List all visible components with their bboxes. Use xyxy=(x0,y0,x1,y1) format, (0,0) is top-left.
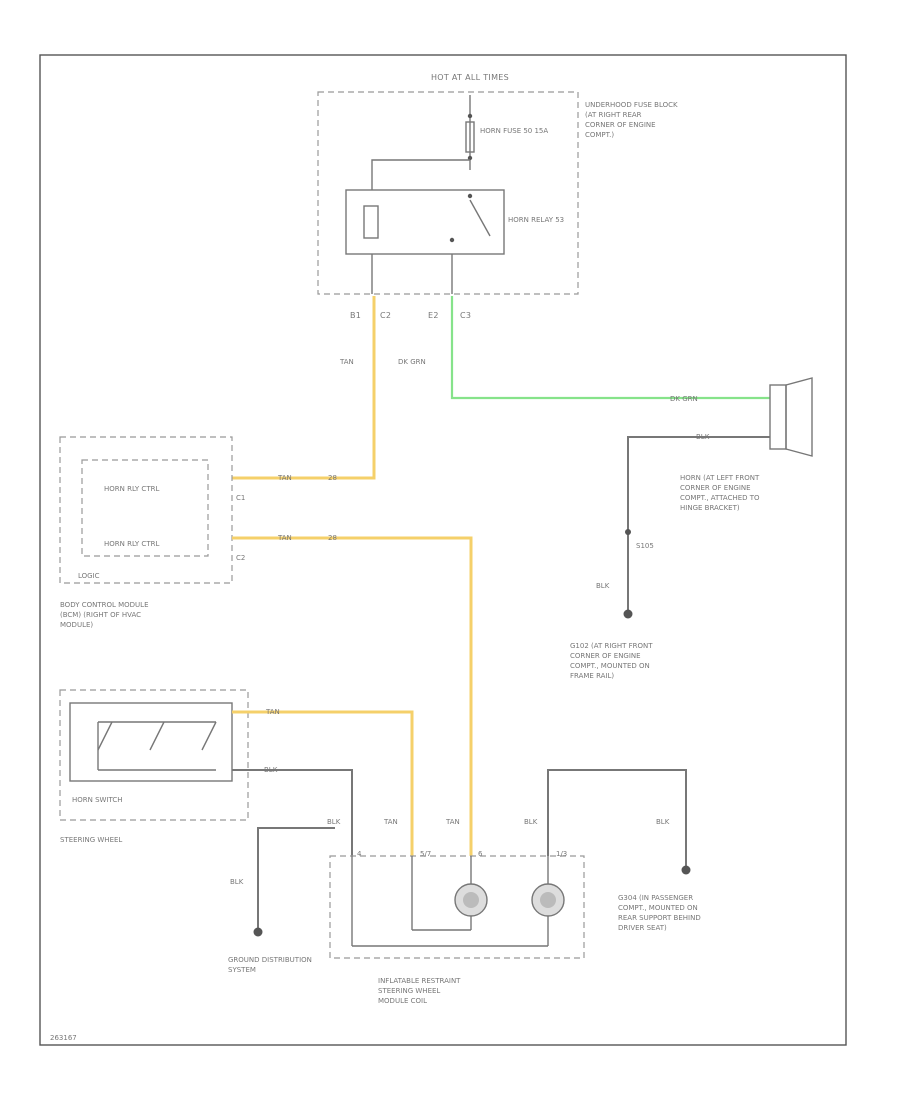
hot-at-label: HOT AT ALL TIMES xyxy=(431,73,509,82)
horn-switch-label: HORN SWITCH xyxy=(72,796,123,804)
tan-label-coil-1: TAN xyxy=(383,818,398,826)
coil-internal-wiring xyxy=(351,856,549,947)
fuse-dot-top xyxy=(467,113,473,119)
horn-body xyxy=(769,384,787,450)
blk-wire-ground-dist xyxy=(257,827,335,930)
horn-switch-contacts xyxy=(97,721,217,771)
relay-contact-bottom xyxy=(449,237,455,243)
blk-wire-horn-ground xyxy=(627,436,770,612)
bcm-box xyxy=(59,436,233,584)
diagram-frame xyxy=(39,54,847,1046)
pin-c1: C1 xyxy=(236,494,245,502)
steering-wheel-box xyxy=(59,689,249,821)
coil-clockspring-2-inner xyxy=(540,892,556,908)
coil-pin-1: 4 xyxy=(357,850,362,858)
relay-contact-top xyxy=(467,193,473,199)
blk-label-switch: BLK xyxy=(264,766,278,774)
blk-label-ground: BLK xyxy=(230,878,244,886)
splice-s105 xyxy=(625,529,631,535)
pin-c3: C3 xyxy=(460,311,471,320)
blk-wire-switch-coil xyxy=(232,769,353,856)
blk-label-horn: BLK xyxy=(696,433,710,441)
figure-id: 263167 xyxy=(50,1034,77,1042)
fuse-icon xyxy=(465,121,475,153)
bcm-logic-box xyxy=(81,459,209,557)
tan-label-coil-2: TAN xyxy=(445,818,460,826)
coil-pin-3: 6 xyxy=(478,850,483,858)
steering-wheel-label: STEERING WHEEL xyxy=(60,836,122,844)
bcm-horn-rly-ctrl-2: HORN RLY CTRL xyxy=(104,540,159,548)
blk-wire-coil-g304 xyxy=(547,769,687,868)
pin-c2-bcm: C2 xyxy=(236,554,245,562)
tan-wire-num-2: 28 xyxy=(328,534,337,542)
horn-relay-label: HORN RELAY 53 xyxy=(508,216,564,224)
horn-bell-icon xyxy=(785,377,813,457)
coil-pin-4: 1/3 xyxy=(556,850,567,858)
ground-g304-icon xyxy=(681,865,691,875)
ground-distribution-icon xyxy=(253,927,263,937)
horn-relay-box xyxy=(345,189,505,255)
horn-fuse-label: HORN FUSE 50 15A xyxy=(480,127,548,135)
tan-wire-relay-bcm xyxy=(232,296,376,480)
ground-g102-icon xyxy=(623,609,633,619)
tan-wire-label-3: TAN xyxy=(277,534,292,542)
tan-wire-label-1: TAN xyxy=(339,358,354,366)
blk-label-coil-left: BLK xyxy=(327,818,341,826)
coil-pin-2: 5/7 xyxy=(420,850,431,858)
splice-s105-label: S105 xyxy=(636,542,654,550)
relay-switch-icon xyxy=(469,199,491,237)
pin-b1: B1 xyxy=(350,311,361,320)
tan-wire-bcm-coil xyxy=(232,536,473,856)
dk-grn-label-1: DK GRN xyxy=(398,358,426,366)
dk-grn-label-2: DK GRN xyxy=(670,395,698,403)
coil-clockspring-1-inner xyxy=(463,892,479,908)
green-wire-relay-horn xyxy=(450,296,770,400)
tan-wire-num-1: 28 xyxy=(328,474,337,482)
fuse-dot-bottom xyxy=(467,155,473,161)
pin-c2: C2 xyxy=(380,311,391,320)
blk-label-g304: BLK xyxy=(656,818,670,826)
bcm-logic-label: LOGIC xyxy=(78,572,100,580)
relay-feed-wire xyxy=(371,159,470,190)
fuse-block-box xyxy=(317,91,579,295)
blk-label-g102: BLK xyxy=(596,582,610,590)
blk-label-coil-right: BLK xyxy=(524,818,538,826)
relay-coil-icon xyxy=(363,205,379,239)
pin-e2: E2 xyxy=(428,311,439,320)
tan-wire-switch-coil xyxy=(232,710,414,856)
tan-wire-label-4: TAN xyxy=(265,708,280,716)
horn-switch-body xyxy=(69,702,233,782)
tan-wire-label-2: TAN xyxy=(277,474,292,482)
bcm-horn-rly-ctrl-1: HORN RLY CTRL xyxy=(104,485,159,493)
coil-box xyxy=(329,855,585,959)
